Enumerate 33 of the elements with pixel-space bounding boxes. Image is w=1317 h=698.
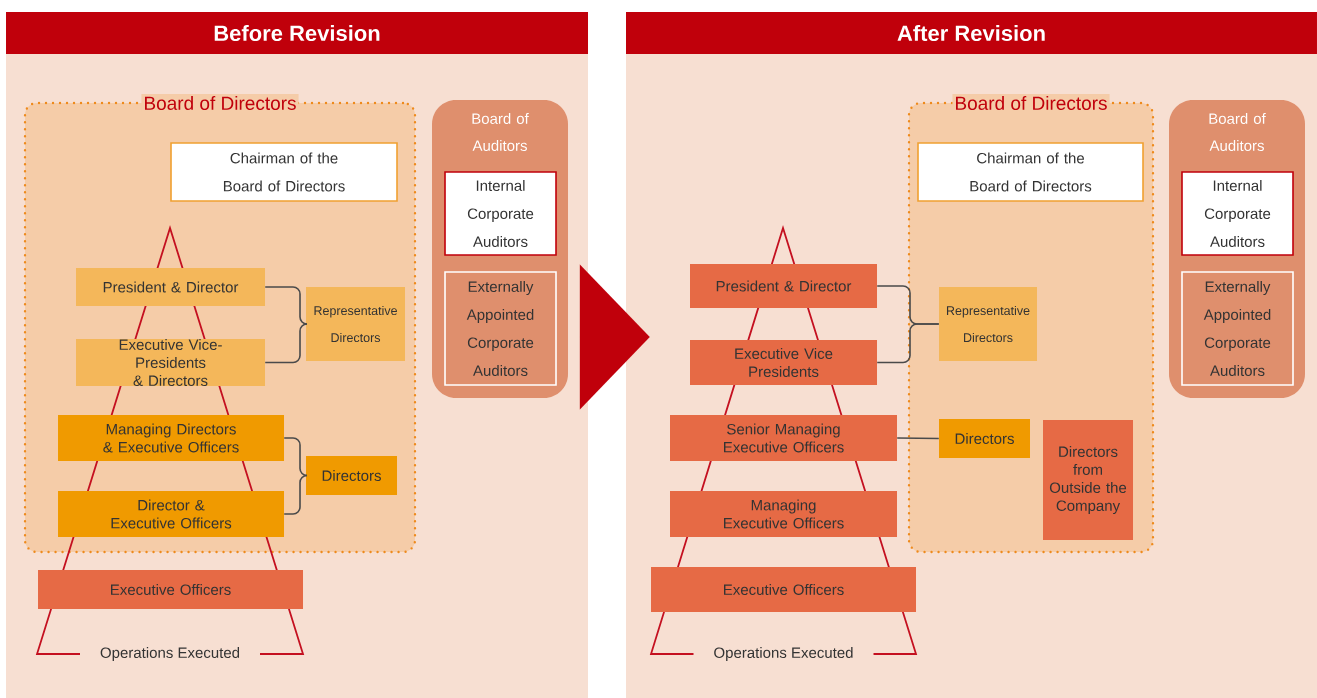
panel-header: After Revision xyxy=(626,12,1317,54)
role-box: Managing Directors & Executive Officers xyxy=(58,415,284,461)
auditor-box: Externally Appointed Corporate Auditors xyxy=(1181,271,1294,386)
role-box: Executive Vice Presidents xyxy=(690,340,877,385)
role-box: Director & Executive Officers xyxy=(58,491,284,537)
role-box: Representative Directors xyxy=(306,287,405,361)
role-box: President & Director xyxy=(76,268,265,306)
role-box: Chairman of the Board of Directors xyxy=(917,142,1144,202)
role-box: Managing Executive Officers xyxy=(670,491,897,537)
bracket-connector xyxy=(264,286,308,325)
auditor-box: Internal Corporate Auditors xyxy=(444,171,557,256)
bracket-connector xyxy=(876,323,940,364)
role-box: Chairman of the Board of Directors xyxy=(170,142,398,202)
role-box: Senior Managing Executive Officers xyxy=(670,415,897,461)
connector-line xyxy=(896,437,940,440)
chevron-arrow xyxy=(579,264,650,410)
role-box: Directors xyxy=(306,456,397,495)
bracket-connector xyxy=(283,474,308,515)
role-box: Executive Vice-Presidents & Directors xyxy=(76,339,265,386)
role-box: Directors from Outside the Company xyxy=(1043,420,1133,540)
bracket-connector xyxy=(264,323,308,364)
auditor-box: Externally Appointed Corporate Auditors xyxy=(444,271,557,386)
base-label: Operations Executed xyxy=(714,647,853,661)
base-label: Operations Executed xyxy=(100,647,240,661)
role-box: Executive Officers xyxy=(651,567,916,612)
role-box: Directors xyxy=(939,419,1030,458)
auditor-box: Internal Corporate Auditors xyxy=(1181,171,1294,256)
role-box: President & Director xyxy=(690,264,877,308)
board-title: Board of Directors xyxy=(952,94,1110,112)
role-box: Executive Officers xyxy=(38,570,303,609)
role-box: Representative Directors xyxy=(939,287,1037,361)
panel-header: Before Revision xyxy=(6,12,588,54)
board-title: Board of Directors xyxy=(141,94,299,112)
